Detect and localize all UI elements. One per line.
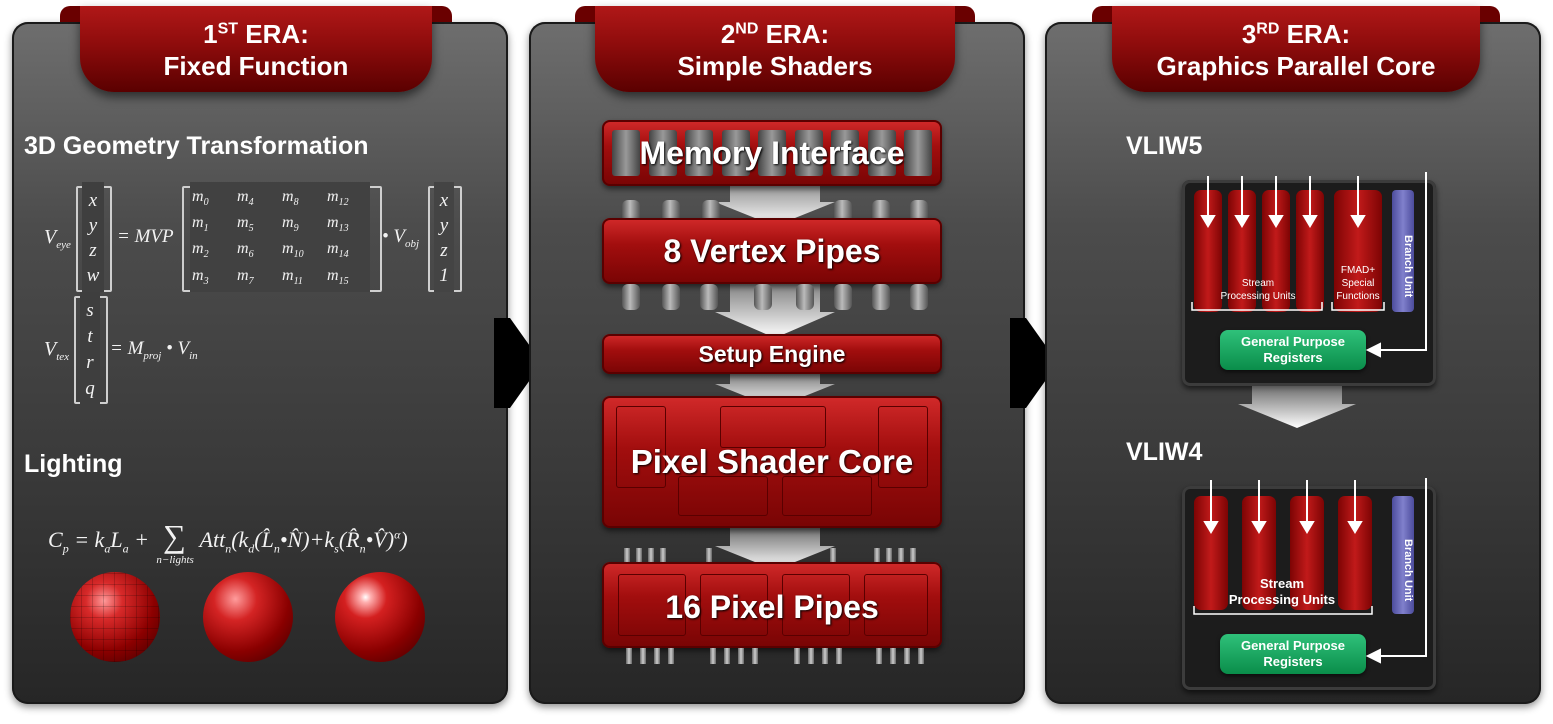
sphere-flat-shaded [70,572,160,662]
vliw4-gpr: General Purpose Registers [1220,634,1366,674]
era-1-subtitle: Fixed Function [163,51,349,81]
pixel-pipes-label: 16 Pixel Pipes [665,589,879,625]
vertex-pipes-label: 8 Vertex Pipes [663,233,881,269]
vliw4-stream-label: Stream Processing Units [1228,576,1336,607]
lighting-title: Lighting [24,450,123,478]
vliw5-branch-unit: Branch Unit [1392,190,1414,312]
lighting-equation: Cp = kaLa + ∑ n−lights Attn(kd(L̂n•N̂)+k… [48,518,408,566]
era-2-title: 2ND ERA: [720,19,830,49]
transition-arrow-1 [494,318,510,408]
vliw5-wiring [1191,172,1427,358]
pixel-pipes-block: 16 Pixel Pipes [602,562,942,648]
vliw5-stream-label: Stream Processing Units [1220,278,1296,302]
vliw4-label: VLIW4 [1126,438,1203,466]
vliw4-branch-unit: Branch Unit [1392,496,1414,614]
flow-arrow-1 [715,180,835,226]
era-3-subtitle: Graphics Parallel Core [1156,51,1436,81]
mvp-matrix: m0 m4 m8 m12 m1 m5 m9 m13 m2 m6 m10 m14 … [192,188,349,287]
vliw-transition-arrow [1238,386,1356,428]
vertex-pipes-block: 8 Vertex Pipes [602,218,942,284]
era-2-subtitle: Simple Shaders [677,51,873,81]
vliw4-wiring [1193,478,1427,664]
memory-interface-label: Memory Interface [639,135,905,171]
flow-arrow-3 [715,372,835,408]
pixel-shader-core-label: Pixel Shader Core [630,443,914,480]
sphere-phong-shaded [335,572,425,662]
pixel-shader-core-block: Pixel Shader Core [602,396,942,528]
era-1-banner: 1ST ERA: Fixed Function [60,6,452,92]
era-2-banner: 2ND ERA: Simple Shaders [575,6,975,92]
era-1-title: 1ST ERA: [203,19,309,49]
vliw5-fmad-label: FMAD+ Special Functions [1336,265,1380,302]
flow-arrow-4 [715,528,835,570]
setup-engine-label: Setup Engine [698,341,846,367]
vliw5-label: VLIW5 [1126,132,1203,160]
flow-arrow-2 [715,282,835,338]
geometry-title: 3D Geometry Transformation [24,132,369,160]
sphere-gouraud-shaded [203,572,293,662]
memory-interface-block: Memory Interface [602,120,942,186]
vliw5-gpr: General Purpose Registers [1220,330,1366,370]
era-3-title: 3RD ERA: [1241,19,1351,49]
setup-engine-block: Setup Engine [602,334,942,374]
transition-arrow-2 [1010,318,1026,408]
era-3-banner: 3RD ERA: Graphics Parallel Core [1092,6,1500,92]
